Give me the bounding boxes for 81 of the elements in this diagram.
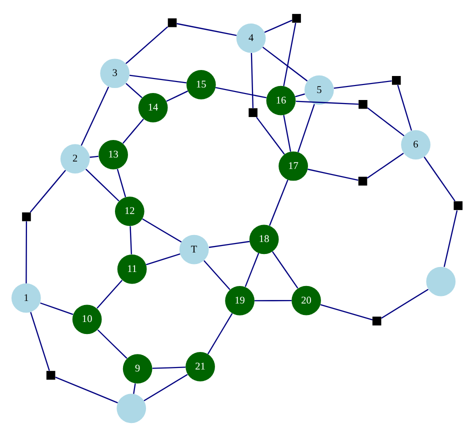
connector: [26, 221, 28, 284]
connector: [146, 253, 180, 266]
connector: [30, 170, 66, 213]
connector: [96, 280, 123, 309]
connector: [152, 366, 186, 369]
connector: [295, 93, 305, 98]
node-box: [454, 201, 463, 210]
connector: [444, 210, 458, 268]
connector: [144, 374, 188, 402]
node-circle: 18: [249, 224, 279, 254]
node-circle: 21: [186, 352, 215, 382]
connector: [250, 53, 254, 108]
connector: [367, 107, 404, 136]
node-circle: 14: [138, 92, 168, 122]
connector: [204, 260, 230, 290]
connector: [308, 168, 358, 181]
connector: [80, 86, 110, 146]
node-circle: 20: [292, 286, 321, 316]
node-circle: 5: [304, 75, 334, 105]
connector: [133, 384, 136, 394]
connector: [254, 300, 292, 302]
connector: [366, 152, 404, 179]
connector: [207, 313, 233, 354]
node-circle: 10: [72, 304, 102, 334]
node-circle: 11: [117, 254, 147, 284]
node-box: [292, 14, 301, 23]
node-circle: 13: [98, 140, 128, 170]
connector: [85, 168, 120, 202]
connector: [90, 156, 99, 158]
connector: [97, 329, 128, 359]
connector: [397, 84, 412, 131]
connector: [264, 20, 292, 33]
connector: [320, 304, 373, 320]
connector: [126, 26, 168, 64]
node-box: [358, 100, 368, 109]
connector: [129, 74, 187, 84]
connector: [283, 22, 296, 86]
connector: [244, 252, 260, 288]
connector: [262, 46, 308, 82]
node-box: [248, 108, 258, 118]
node-circle: 15: [186, 70, 216, 100]
connector: [283, 114, 292, 152]
connector: [176, 23, 237, 36]
node-circle: 4: [236, 24, 266, 53]
node-box: [392, 76, 401, 85]
node-circle: 19: [225, 286, 254, 316]
node-circle: 9: [122, 354, 152, 384]
node-box: [358, 176, 368, 186]
connector: [424, 156, 456, 202]
connector: [142, 218, 182, 243]
connector: [130, 226, 132, 254]
node-box: [22, 212, 31, 222]
connector: [334, 80, 392, 89]
node-circle: 6: [401, 130, 430, 160]
connector: [122, 118, 144, 144]
connector: [381, 288, 429, 319]
connector: [296, 100, 359, 105]
connector: [30, 312, 50, 371]
connector: [269, 180, 288, 226]
connector: [166, 90, 188, 102]
node-circle: 1: [11, 283, 41, 313]
node-circle: 3: [100, 58, 130, 88]
connector: [208, 240, 250, 248]
node-circle: 2: [60, 144, 90, 174]
node-circle: 16: [266, 86, 296, 116]
connector: [272, 251, 298, 288]
node-circle: T: [179, 234, 209, 264]
node-box: [372, 316, 382, 326]
node-circle: 17: [278, 151, 308, 181]
connector: [256, 116, 285, 155]
connector: [40, 302, 74, 316]
connector: [297, 104, 315, 152]
connector: [126, 82, 142, 98]
connector: [116, 168, 126, 198]
node-circle: [426, 266, 456, 296]
node-circle: 12: [114, 196, 144, 226]
connector: [55, 376, 118, 404]
node-circle: [116, 394, 146, 424]
connector: [215, 87, 266, 98]
node-box: [168, 18, 177, 28]
node-box: [46, 370, 56, 380]
